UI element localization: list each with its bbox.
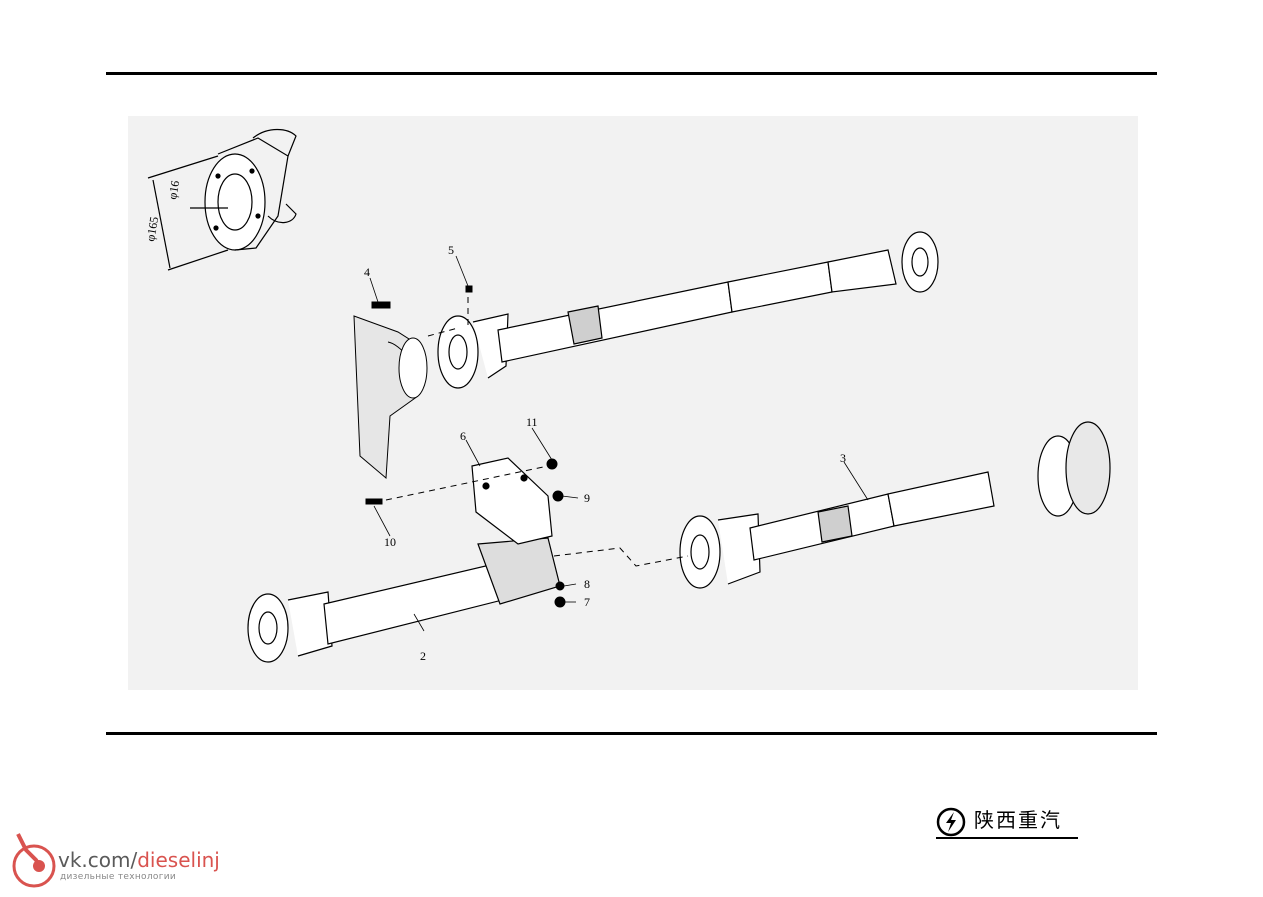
callout-3: 3: [840, 451, 846, 465]
top-rule: [106, 72, 1157, 75]
brand-name: 陕西重汽: [974, 808, 1062, 832]
callout-5: 5: [448, 243, 454, 257]
lower-rear-driveshaft: [679, 421, 1111, 589]
driveshaft-exploded-diagram: φ165 φ16: [128, 116, 1138, 690]
brand-underline: [936, 837, 1078, 839]
watermark-tagline: дизельные технологии: [60, 872, 177, 882]
callout-7: 7: [584, 595, 590, 609]
shacman-logo-icon: [936, 807, 966, 837]
inset-dim-outer: φ165: [143, 216, 161, 243]
brand-logo-block: 陕西重汽: [934, 805, 1078, 839]
callout-leaders: [369, 255, 869, 632]
callout-11: 11: [526, 415, 538, 429]
inset-dim-inner: φ16: [165, 179, 182, 200]
upper-driveshaft: [437, 231, 939, 389]
watermark-url-accent: dieselinj: [137, 848, 220, 872]
callout-10: 10: [384, 535, 396, 549]
callout-9: 9: [584, 491, 590, 505]
injector-logo-icon: [12, 833, 56, 888]
lower-front-driveshaft: [247, 537, 561, 663]
bottom-rule: [106, 732, 1157, 735]
gearbox-housing: [353, 315, 428, 480]
watermark-url[interactable]: vk.com/dieselinj: [58, 848, 220, 872]
callout-2: 2: [420, 649, 426, 663]
center-bearing-bracket: [471, 457, 553, 545]
callout-8: 8: [584, 577, 590, 591]
watermark-url-prefix: vk.com/: [58, 848, 138, 872]
assembly-dashed-lines: [385, 286, 689, 567]
callout-6: 6: [460, 429, 466, 443]
inset-flange-detail: [147, 128, 297, 271]
watermark: vk.com/dieselinj дизельные технологии: [12, 830, 242, 892]
callout-4: 4: [364, 265, 370, 279]
fastener-parts: [365, 285, 566, 608]
